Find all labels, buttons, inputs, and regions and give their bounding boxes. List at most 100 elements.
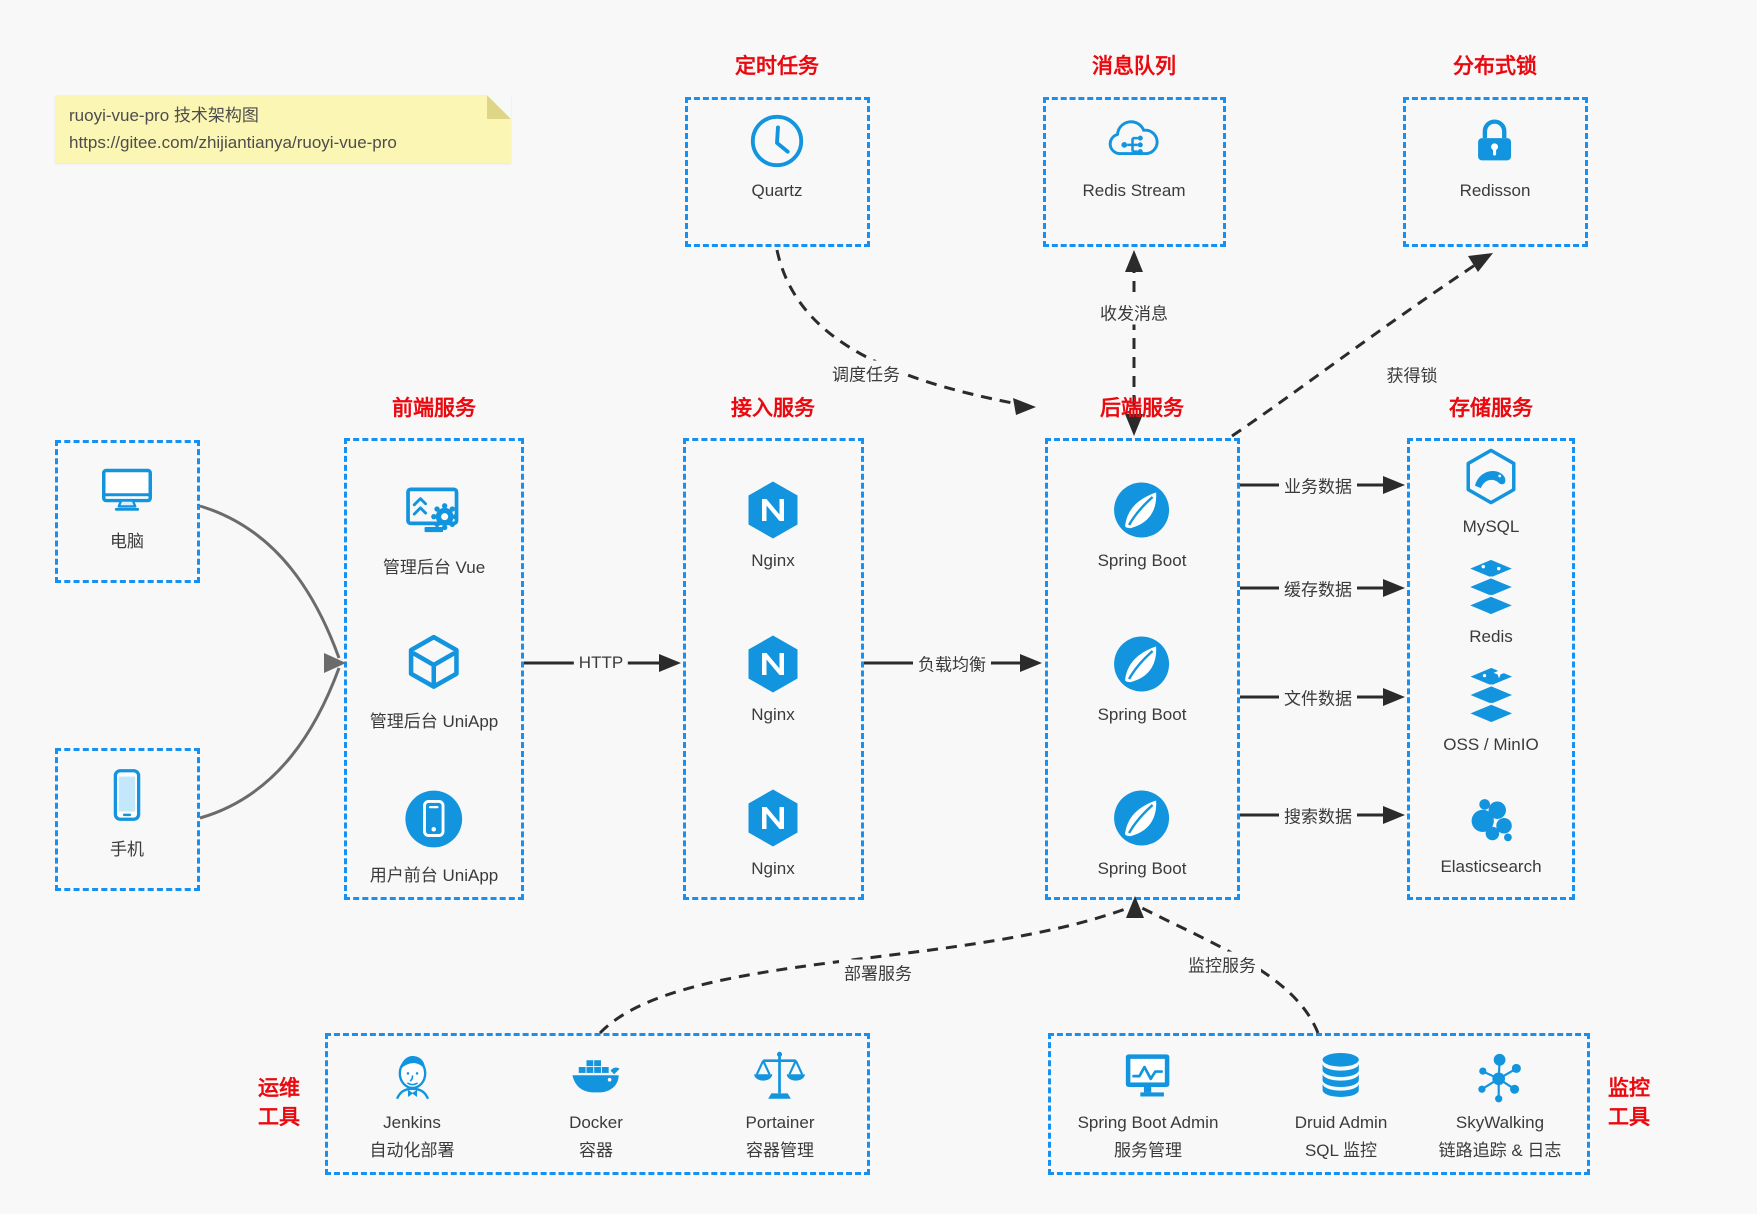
node-sublabel: 容器管理: [745, 1141, 814, 1160]
edge-label-acquire-lock: 获得锁: [1381, 361, 1443, 387]
node-label: Docker: [569, 1113, 623, 1132]
edge-lock-arrowhead: [1468, 253, 1493, 272]
group-title-gateway: 接入服务: [731, 397, 815, 420]
sticky-note: ruoyi-vue-pro 技术架构图 https://gitee.com/zh…: [55, 95, 511, 163]
edge-label-load-balance: 负载均衡: [913, 650, 991, 676]
cloud-stream-icon: [1103, 110, 1165, 172]
node-label: Spring Boot: [1097, 859, 1187, 878]
node-label: 管理后台 UniApp: [369, 712, 499, 731]
lock-icon: [1464, 110, 1526, 172]
node-label: Nginx: [751, 705, 795, 724]
elasticsearch-icon: [1460, 786, 1522, 848]
node-label: Druid Admin: [1294, 1113, 1388, 1132]
clock-icon: [746, 110, 808, 172]
node-label: Jenkins: [383, 1113, 441, 1132]
spring-boot-icon: [1110, 632, 1174, 696]
node-springboot-3: Spring Boot: [1097, 786, 1187, 879]
edge-label-search-data: 搜索数据: [1279, 802, 1357, 828]
node-label: OSS / MinIO: [1443, 735, 1539, 754]
node-sublabel: 链路追踪 & 日志: [1438, 1141, 1562, 1160]
note-title: ruoyi-vue-pro 技术架构图: [69, 106, 259, 125]
node-label: 电脑: [110, 532, 144, 551]
node-admin-uniapp: 管理后台 UniApp: [370, 632, 498, 732]
note-fold-corner: [487, 95, 511, 119]
edge-label-business-data: 业务数据: [1279, 472, 1357, 498]
node-label: 管理后台 Vue: [382, 558, 486, 577]
object-storage-icon: [1460, 664, 1522, 726]
node-label: 用户前台 UniApp: [369, 866, 499, 885]
smartphone-icon: [96, 764, 158, 826]
jenkins-icon: [383, 1048, 441, 1106]
skywalking-icon: [1471, 1048, 1529, 1106]
panel-desktop-client: [55, 440, 200, 583]
edge-schedule-arrowhead: [1013, 398, 1036, 415]
edge-cache-data-arrowhead: [1383, 579, 1405, 597]
edge-label-cache-data: 缓存数据: [1279, 575, 1357, 601]
nginx-icon: [741, 632, 805, 696]
panel-distributed-lock: [1403, 97, 1588, 247]
side-title-line: 工具: [258, 1106, 300, 1129]
node-quartz: Quartz: [746, 110, 808, 201]
node-nginx-1: Nginx: [741, 478, 805, 571]
node-mysql: MySQL: [1460, 446, 1522, 537]
node-skywalking: SkyWalking 链路追踪 & 日志: [1438, 1048, 1562, 1161]
node-sublabel: 容器: [579, 1141, 613, 1160]
node-oss-minio: OSS / MinIO: [1443, 664, 1539, 755]
side-title-line: 工具: [1608, 1106, 1650, 1129]
edge-label-schedule-task: 调度任务: [827, 360, 905, 386]
portainer-icon: [751, 1048, 809, 1106]
group-title-message-queue: 消息队列: [1092, 55, 1176, 78]
edge-search-data-arrowhead: [1383, 806, 1405, 824]
node-portainer: Portainer 容器管理: [745, 1048, 814, 1161]
node-elasticsearch: Elasticsearch: [1440, 786, 1542, 877]
panel-frontend: [344, 438, 524, 900]
node-phone: 手机: [96, 764, 158, 860]
spring-boot-icon: [1110, 786, 1174, 850]
druid-icon: [1312, 1048, 1370, 1106]
group-title-backend: 后端服务: [1100, 397, 1184, 420]
node-label: Elasticsearch: [1440, 857, 1542, 876]
edge-clients-arrowhead: [324, 653, 346, 673]
node-nginx-3: Nginx: [741, 786, 805, 879]
panel-phone-client: [55, 748, 200, 891]
side-title-line: 监控: [1608, 1077, 1650, 1100]
group-title-frontend: 前端服务: [392, 397, 476, 420]
node-label: Redis: [1469, 627, 1513, 646]
edge-file-data-arrowhead: [1383, 688, 1405, 706]
node-label: SkyWalking: [1455, 1113, 1545, 1132]
side-title-ops-tools: 运维 工具: [258, 1074, 300, 1132]
edge-desktop-to-frontend: [199, 504, 341, 659]
uniapp-cube-icon: [401, 632, 467, 698]
node-label: Spring Boot: [1097, 705, 1187, 724]
node-label: Quartz: [751, 181, 803, 200]
node-spring-boot-admin: Spring Boot Admin 服务管理: [1077, 1048, 1219, 1161]
node-label: Redisson: [1459, 181, 1531, 200]
node-sublabel: 服务管理: [1114, 1141, 1182, 1160]
panel-scheduled-task: [685, 97, 870, 247]
group-title-scheduled-task: 定时任务: [735, 55, 819, 78]
node-label: 手机: [110, 840, 144, 859]
panel-backend: [1045, 438, 1240, 900]
panel-storage: [1407, 438, 1575, 900]
node-docker: Docker 容器: [567, 1048, 625, 1161]
node-redisson: Redisson: [1459, 110, 1531, 201]
edge-phone-to-frontend: [199, 667, 341, 820]
node-label: Nginx: [751, 551, 795, 570]
node-user-uniapp: 用户前台 UniApp: [370, 786, 498, 886]
nginx-icon: [741, 478, 805, 542]
node-sublabel: SQL 监控: [1304, 1141, 1378, 1160]
panel-ops-tools: [325, 1033, 870, 1175]
node-label: Spring Boot Admin: [1077, 1113, 1219, 1132]
edge-business-data-arrowhead: [1383, 476, 1405, 494]
spring-boot-icon: [1110, 478, 1174, 542]
edge-label-monitor-service: 监控服务: [1183, 951, 1261, 977]
node-springboot-1: Spring Boot: [1098, 478, 1186, 571]
side-title-line: 运维: [258, 1077, 300, 1100]
group-title-storage: 存储服务: [1449, 397, 1533, 420]
spring-boot-admin-icon: [1119, 1048, 1177, 1106]
edge-label-send-receive-msg: 收发消息: [1095, 299, 1173, 325]
edge-mq-arrowhead-up: [1125, 250, 1143, 272]
side-title-monitor-tools: 监控 工具: [1608, 1074, 1650, 1132]
edge-loadbalance-arrowhead: [1020, 654, 1042, 672]
node-redis-stream: Redis Stream: [1083, 110, 1185, 201]
